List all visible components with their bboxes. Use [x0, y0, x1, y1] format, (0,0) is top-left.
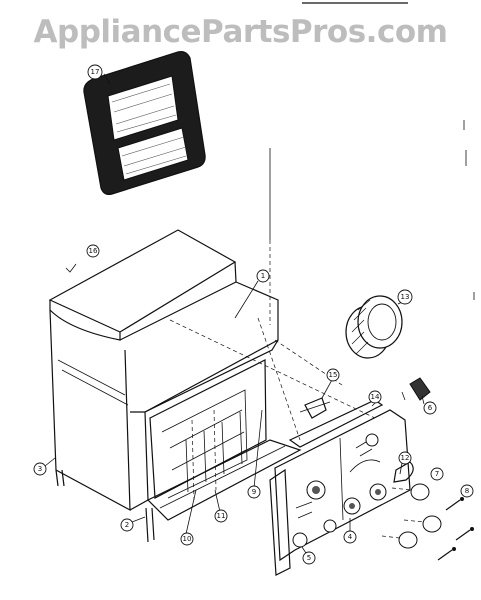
callout-8-label: 8	[465, 487, 469, 495]
gasket-frame-part	[288, 399, 384, 448]
callout-13: 13	[397, 289, 413, 305]
callout-9-label: 9	[252, 488, 256, 496]
callout-16-label: 16	[89, 247, 98, 255]
callout-10: 10	[180, 532, 194, 546]
callout-6-label: 6	[428, 404, 433, 412]
screw-set-part	[437, 497, 474, 561]
callout-16: 16	[86, 244, 100, 258]
callout-9: 9	[247, 485, 261, 499]
callout-4-label: 4	[348, 533, 353, 541]
callout-15-label: 15	[329, 371, 338, 379]
callout-6: 6	[423, 401, 437, 415]
callout-5: 5	[302, 551, 316, 565]
callout-3-label: 3	[38, 465, 42, 473]
callout-3: 3	[33, 462, 47, 476]
callout-2: 2	[120, 518, 134, 532]
callout-7-label: 7	[435, 470, 439, 478]
callout-14: 14	[368, 390, 382, 404]
callout-17-label: 17	[91, 68, 100, 76]
callout-4: 4	[343, 530, 357, 544]
callout-15: 15	[326, 368, 340, 382]
callout-8: 8	[460, 484, 474, 498]
knob-part	[401, 377, 431, 401]
callout-7: 7	[430, 467, 444, 481]
callout-1-label: 1	[261, 272, 265, 280]
callout-11: 11	[214, 509, 228, 523]
knob-set-part	[381, 483, 442, 549]
callout-17: 17	[87, 64, 103, 80]
callout-12: 12	[398, 451, 412, 465]
callout-2-label: 2	[125, 521, 129, 529]
control-panel-part	[269, 409, 411, 576]
callout-12-label: 12	[401, 454, 410, 462]
callout-11-label: 11	[217, 512, 226, 520]
callout-10-label: 10	[183, 535, 192, 543]
bracket-part	[299, 397, 331, 419]
lever-part	[393, 461, 414, 483]
watermark: AppliancePartsPros.com	[33, 14, 448, 50]
round-element-part	[345, 295, 403, 359]
guide-lines	[269, 120, 475, 325]
callout-1: 1	[256, 269, 270, 283]
cabinet-body-part	[48, 229, 401, 543]
callout-14-label: 14	[371, 393, 380, 401]
callout-5-label: 5	[307, 554, 311, 562]
check-mark	[65, 263, 77, 273]
callout-13-label: 13	[401, 293, 410, 301]
rack-panel-part	[83, 51, 206, 195]
